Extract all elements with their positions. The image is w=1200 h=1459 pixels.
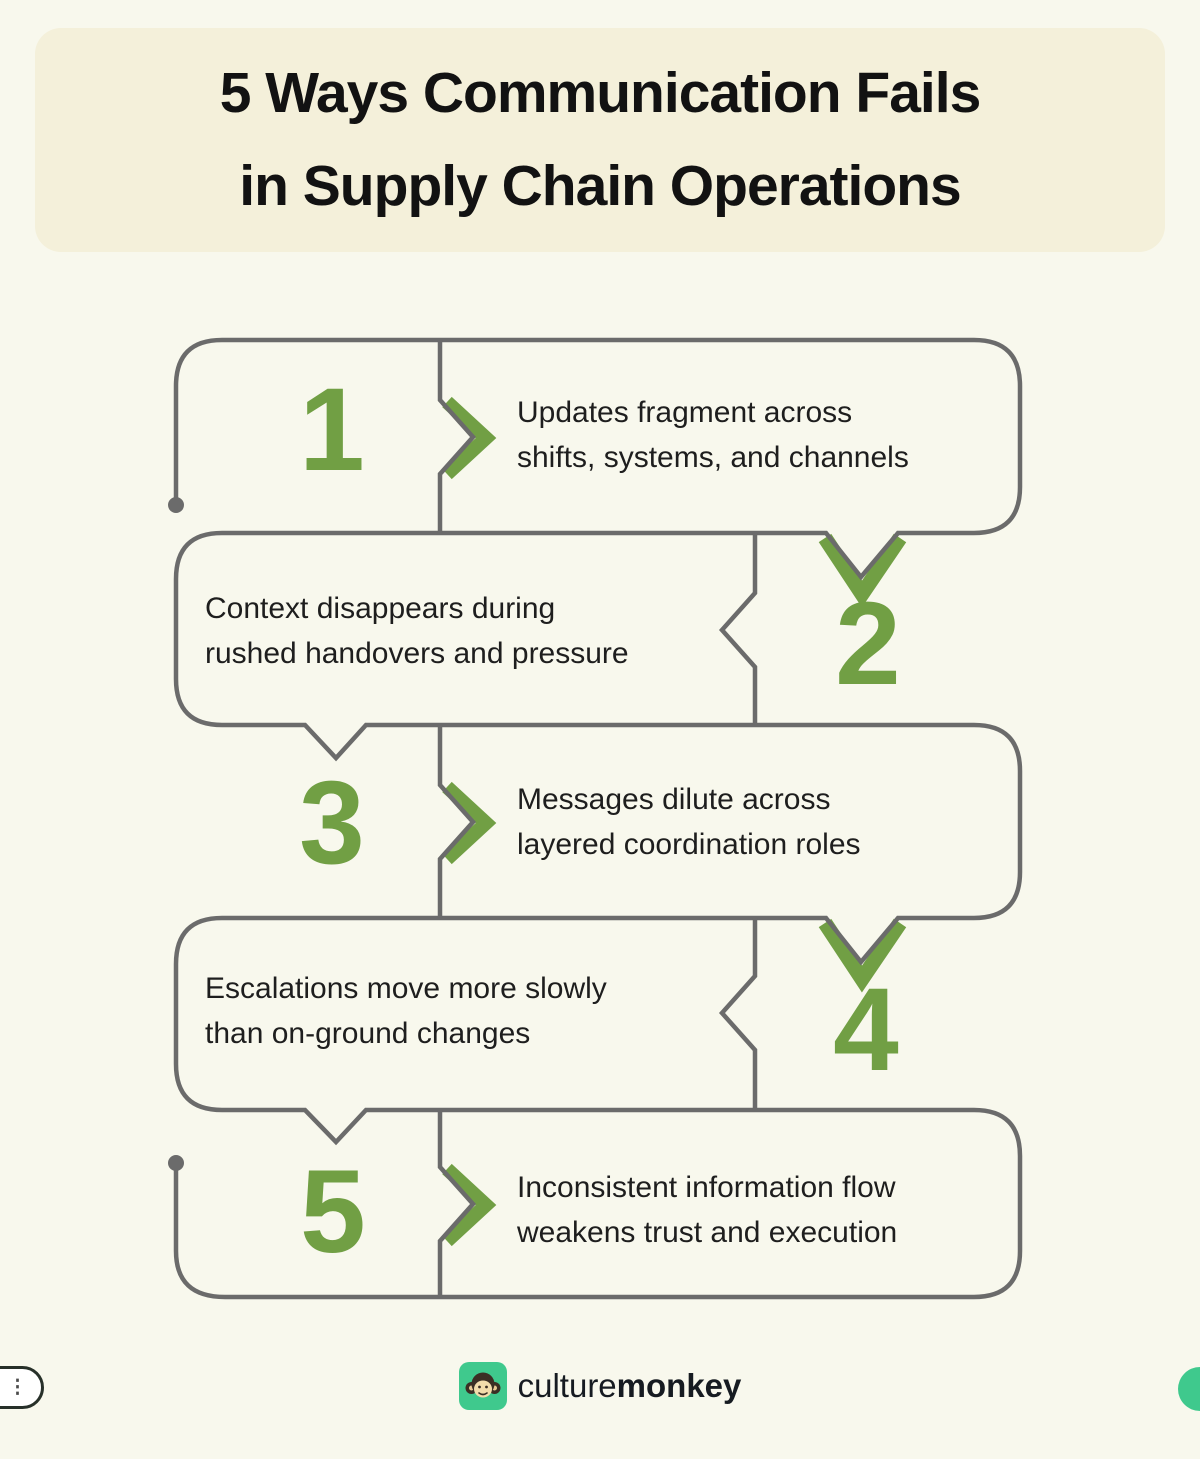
brand-logo[interactable]: culturemonkey bbox=[0, 1362, 1200, 1410]
step-4-text: Escalations move more slowly than on-gro… bbox=[205, 966, 607, 1056]
step-2-line-1: Context disappears during bbox=[205, 592, 556, 625]
step-1-line-1: Updates fragment across bbox=[517, 396, 853, 429]
step-5-line-1: Inconsistent information flow bbox=[517, 1171, 896, 1204]
chevron-right-icon-step1 bbox=[442, 396, 497, 480]
step3-divider bbox=[437, 725, 477, 918]
brand-wordmark-regular: culture bbox=[517, 1367, 617, 1404]
step-4-line-1: Escalations move more slowly bbox=[205, 972, 607, 1005]
step5-divider bbox=[437, 1110, 477, 1297]
step-5-text: Inconsistent information flow weakens tr… bbox=[517, 1165, 897, 1255]
side-menu-button[interactable]: ⋮ bbox=[0, 1366, 44, 1409]
chevron-right-icon-step5 bbox=[442, 1163, 497, 1247]
step-3-number: 3 bbox=[299, 757, 365, 889]
step-2-number: 2 bbox=[835, 578, 901, 710]
connector-dot-top bbox=[168, 497, 184, 513]
culturemonkey-monkey-icon bbox=[458, 1362, 507, 1410]
step-1-number: 1 bbox=[299, 364, 365, 496]
floating-action-button[interactable] bbox=[1178, 1367, 1200, 1411]
step-2-line-2: rushed handovers and pressure bbox=[205, 637, 629, 670]
step2-divider bbox=[718, 533, 758, 725]
step1-divider bbox=[437, 340, 477, 533]
brand-wordmark: culturemonkey bbox=[518, 1362, 742, 1410]
step-5-number: 5 bbox=[300, 1146, 366, 1278]
title-card: 5 Ways Communication Fails in Supply Cha… bbox=[35, 28, 1165, 252]
page-title-line-1: 5 Ways Communication Fails bbox=[219, 61, 982, 125]
step-3-text: Messages dilute across layered coordinat… bbox=[517, 777, 861, 867]
step-5-line-2: weakens trust and execution bbox=[517, 1216, 898, 1249]
step-3-line-2: layered coordination roles bbox=[517, 828, 861, 861]
step4-divider bbox=[718, 918, 758, 1110]
brand-wordmark-bold: monkey bbox=[616, 1367, 742, 1404]
connector-dot-bottom bbox=[168, 1155, 184, 1171]
step-4-line-2: than on-ground changes bbox=[205, 1017, 531, 1050]
kebab-menu-icon: ⋮ bbox=[8, 1377, 27, 1398]
page-title-line-2: in Supply Chain Operations bbox=[239, 154, 961, 218]
step-1-text: Updates fragment across shifts, systems,… bbox=[517, 390, 909, 480]
step-4-number: 4 bbox=[833, 964, 899, 1096]
step-2-text: Context disappears during rushed handove… bbox=[205, 586, 629, 676]
step-3-line-1: Messages dilute across bbox=[517, 783, 831, 816]
step-1-line-2: shifts, systems, and channels bbox=[517, 441, 909, 474]
chevron-right-icon-step3 bbox=[442, 781, 497, 865]
